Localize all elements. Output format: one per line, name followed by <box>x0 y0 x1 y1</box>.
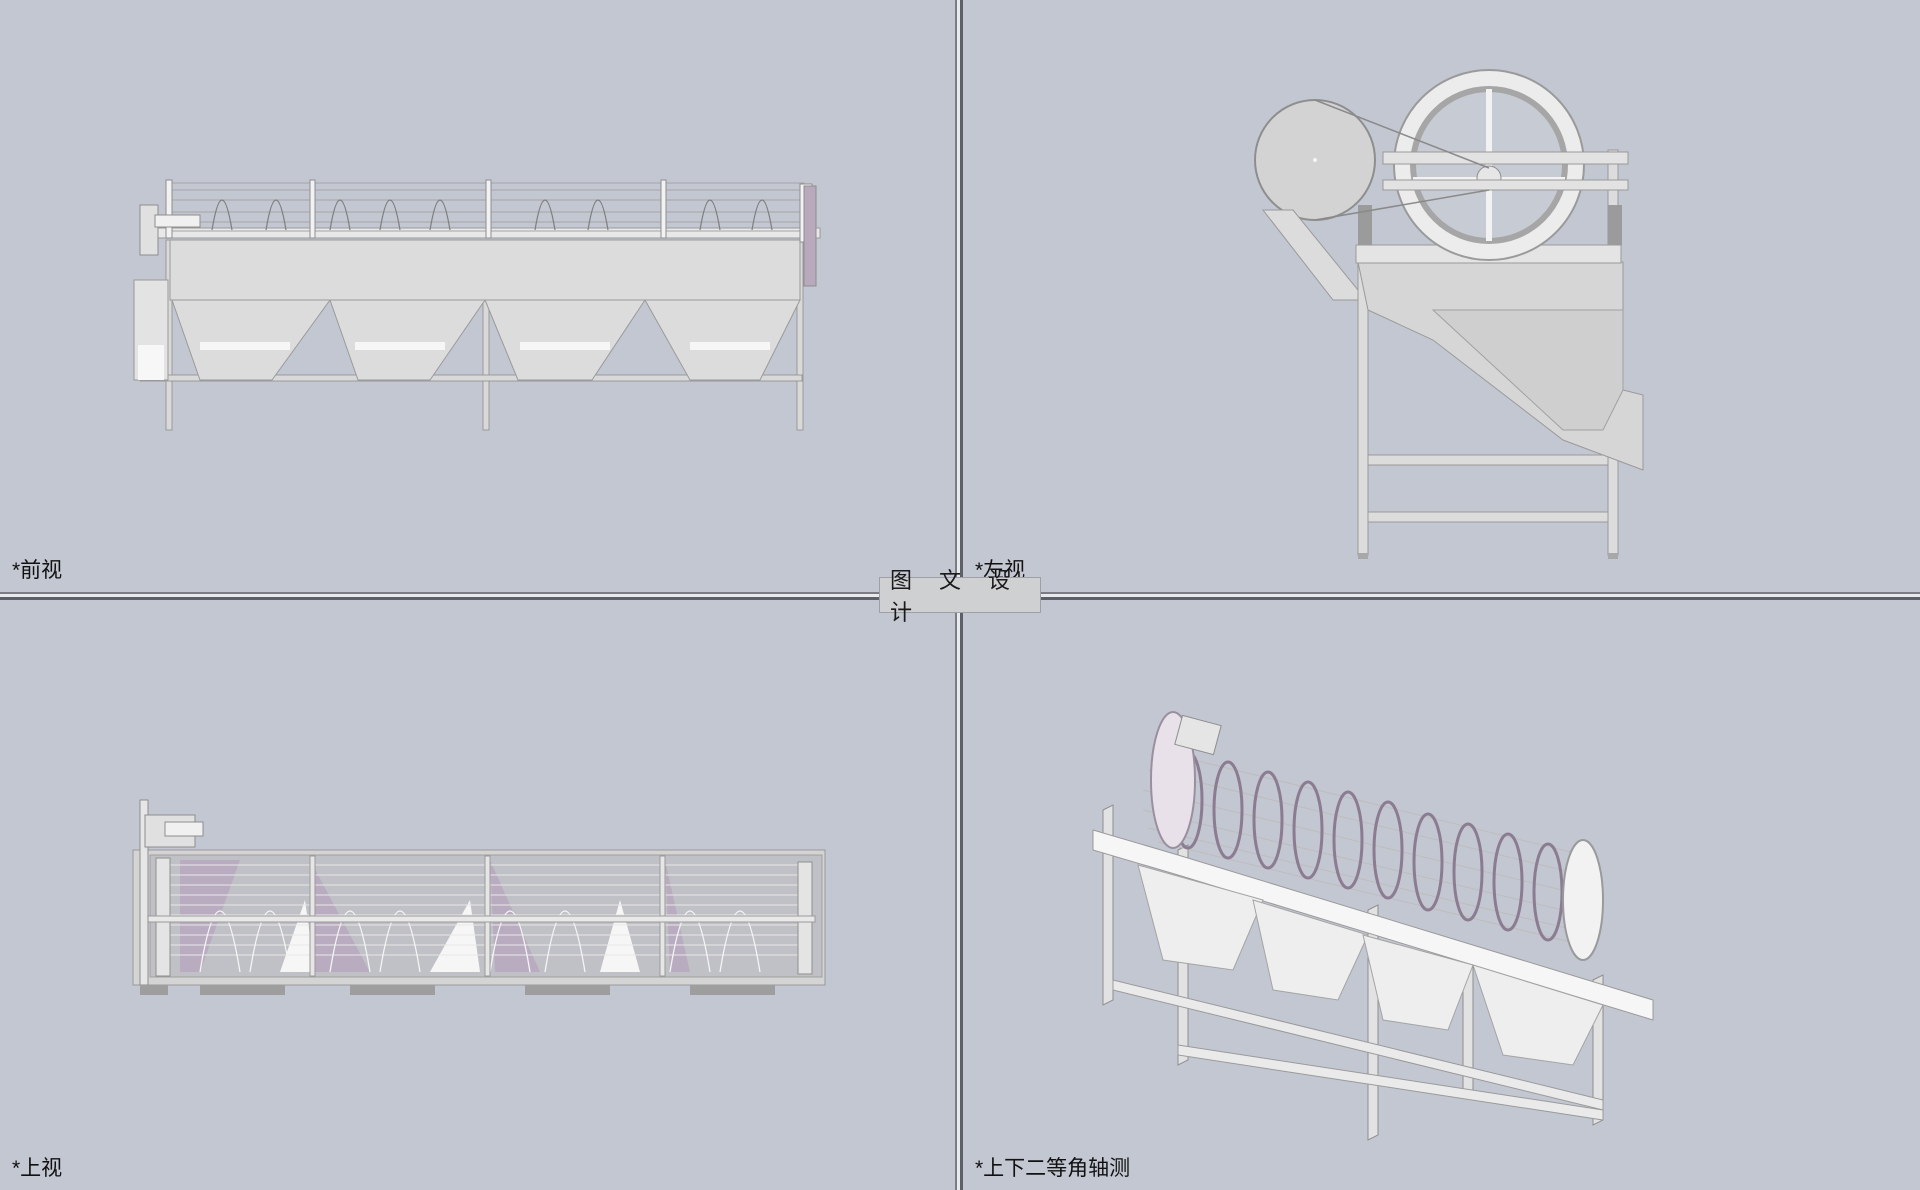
viewport-top[interactable]: *上视 <box>0 600 955 1190</box>
iso-view-model <box>1092 711 1654 1141</box>
view-label-front: *前视 <box>12 559 63 582</box>
view-label-top: *上视 <box>12 1157 63 1180</box>
viewport-left[interactable]: *左视 <box>963 0 1920 592</box>
viewport-front[interactable]: *前视 <box>0 0 955 592</box>
viewport-iso[interactable]: *上下二等角轴测 <box>963 600 1920 1190</box>
left-view-model <box>1254 69 1644 559</box>
watermark: 图 文 设 计 <box>879 569 1041 626</box>
front-view-model <box>133 179 821 431</box>
view-label-iso: *上下二等角轴测 <box>975 1157 1131 1180</box>
view-label-left: *左视 <box>975 559 1026 582</box>
top-view-model <box>132 799 826 995</box>
